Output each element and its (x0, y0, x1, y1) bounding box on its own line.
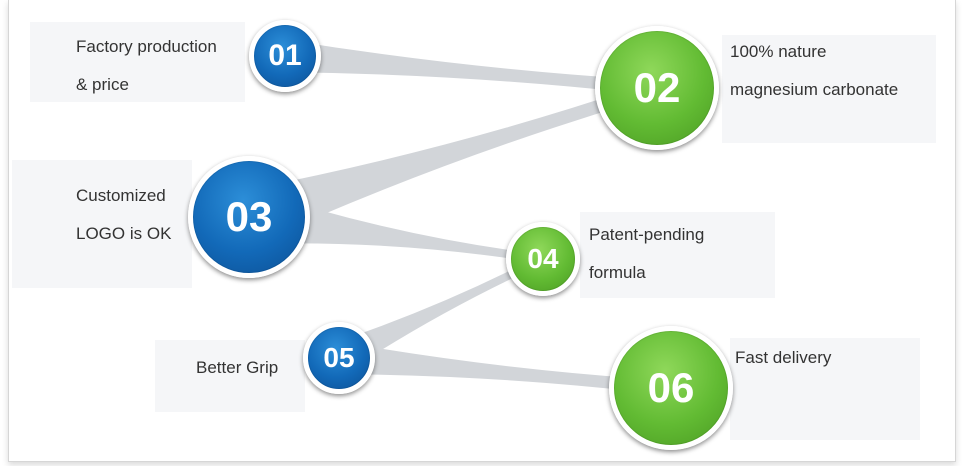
connector-03-04 (245, 189, 544, 264)
connector-05-06 (337, 341, 672, 396)
step-label-01-line1: Factory production (76, 37, 217, 56)
step-number-03: 03 (225, 193, 273, 240)
step-label-04-line2: formula (589, 263, 646, 282)
step-circle-06: 06 (609, 326, 733, 450)
step-label-04: Patent-pending formula (589, 216, 704, 292)
step-number-06: 06 (647, 364, 695, 411)
step-circle-03: 03 (188, 156, 310, 278)
label-panel-05 (155, 340, 305, 412)
step-circle-05: 05 (303, 322, 375, 394)
step-number-02: 02 (633, 64, 681, 111)
step-number-05: 05 (323, 342, 355, 373)
step-label-05: Better Grip (196, 349, 278, 387)
label-panel-06 (730, 338, 920, 440)
label-panel-01 (30, 22, 245, 102)
label-panel-04 (580, 212, 775, 298)
step-label-01: Factory production & price (76, 28, 217, 104)
step-circle-04: 04 (506, 222, 580, 296)
step-number-04: 04 (527, 243, 559, 274)
diagram-frame (8, 0, 956, 462)
step-label-01-line2: & price (76, 75, 129, 94)
step-label-02-line2: magnesium carbonate (730, 80, 899, 99)
connector-03-02 (240, 80, 660, 244)
step-circle-01: 01 (249, 20, 321, 92)
step-label-04-line1: Patent-pending (589, 225, 705, 244)
step-label-02: 100% nature magnesium carbonate (730, 33, 898, 109)
label-panel-03 (12, 160, 192, 288)
step-label-03-line1: Customized (76, 186, 166, 205)
step-circle-02: 02 (595, 26, 719, 150)
label-panel-02 (722, 35, 936, 143)
step-label-06-line1: Fast delivery (735, 348, 832, 367)
connector-01-02 (283, 39, 658, 96)
step-label-03: Customized LOGO is OK (76, 177, 171, 253)
step-label-05-line1: Better Grip (196, 358, 279, 377)
connector-05-04 (331, 255, 545, 373)
step-label-02-line1: 100% nature (730, 42, 827, 61)
step-number-01: 01 (268, 39, 302, 72)
step-label-06: Fast delivery (735, 339, 831, 377)
step-label-03-line2: LOGO is OK (76, 224, 172, 243)
